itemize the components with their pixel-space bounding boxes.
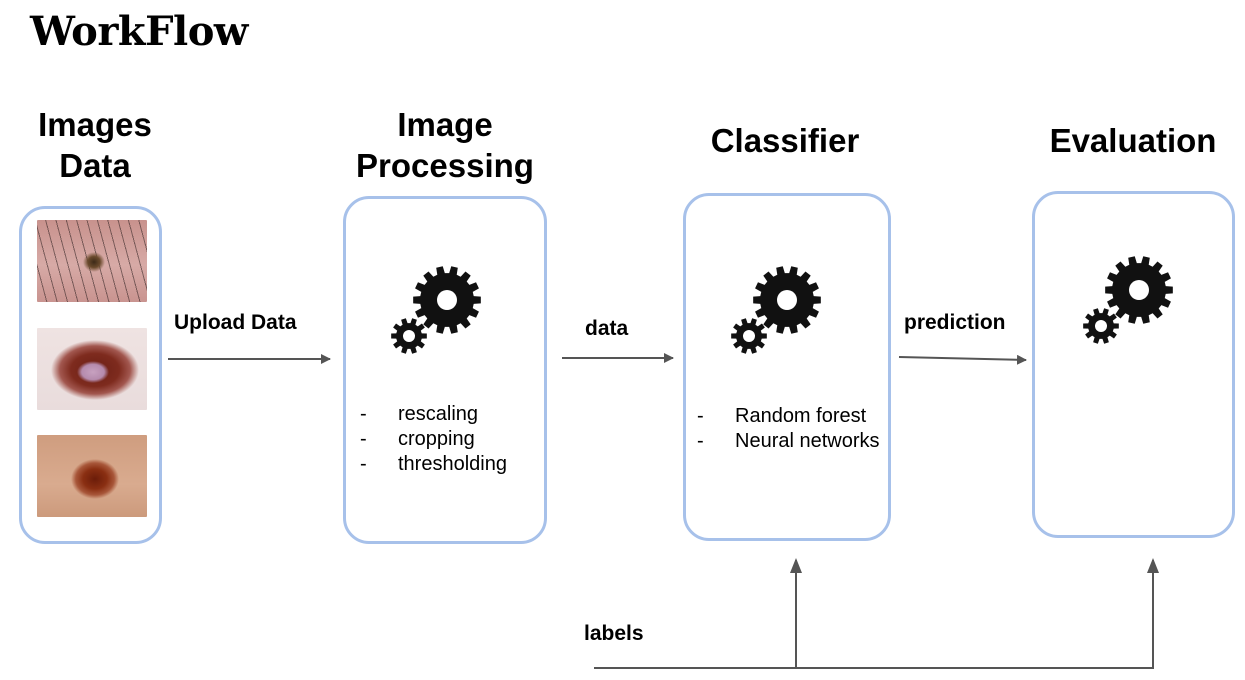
stage-title-line: Data [59, 147, 131, 184]
bullet-dash: - [360, 453, 367, 475]
list-item: - Neural networks [697, 429, 880, 454]
stage-title-line: Images [38, 106, 152, 143]
bullet-dash: - [697, 430, 704, 452]
method-label: Neural networks [735, 430, 880, 452]
lesion-image-2 [37, 328, 147, 410]
small-gear [391, 318, 427, 354]
small-gear-hole [403, 330, 415, 342]
prediction-arrow [898, 354, 1027, 365]
large-gear [753, 266, 821, 334]
stage-title-evaluation: Evaluation [1033, 120, 1233, 161]
stage-title-line: Processing [356, 147, 534, 184]
labels-label: labels [584, 622, 644, 645]
bullet-dash: - [697, 405, 704, 427]
upload-data-label: Upload Data [174, 311, 297, 334]
classifier-methods-list: - Random forest - Neural networks [697, 404, 880, 454]
list-item: - thresholding [360, 452, 507, 477]
list-item: - Random forest [697, 404, 880, 429]
images-data-box [19, 206, 162, 544]
stage-title-line: Classifier [710, 122, 860, 159]
small-gear [1083, 308, 1119, 344]
labels-arrowhead-classifier [790, 558, 802, 573]
image-processing-box [343, 196, 547, 544]
gears-icon [731, 266, 821, 354]
evaluation-box [1032, 191, 1235, 538]
list-item: - cropping [360, 427, 507, 452]
data-label: data [585, 317, 629, 340]
step-label: rescaling [398, 403, 479, 425]
large-gear-hole [437, 290, 457, 310]
large-gear [1105, 256, 1173, 324]
processing-steps-list: - rescaling - cropping - thresholding [360, 402, 507, 477]
bullet-dash: - [360, 428, 367, 450]
gears-icon [391, 266, 481, 354]
small-gear [731, 318, 767, 354]
prediction-label: prediction [904, 311, 1006, 334]
stage-title-line: Evaluation [1049, 122, 1217, 159]
stage-title-line: Image [397, 106, 493, 143]
labels-arrowhead-evaluation [1147, 558, 1159, 573]
gears-icon [1083, 256, 1173, 344]
list-item: - rescaling [360, 402, 507, 427]
bullet-dash: - [360, 403, 367, 425]
step-label: cropping [398, 428, 475, 450]
stage-title-classifier: Classifier [685, 120, 885, 161]
stage-title-image-processing: Image Processing [335, 104, 555, 186]
step-label: thresholding [398, 453, 507, 475]
method-label: Random forest [735, 405, 867, 427]
stage-title-images-data: Images Data [25, 104, 165, 186]
small-gear-hole [1095, 320, 1107, 332]
lesion-image-3 [37, 435, 147, 517]
large-gear [413, 266, 481, 334]
page-title: WorkFlow [30, 8, 248, 55]
large-gear-hole [1129, 280, 1149, 300]
small-gear-hole [743, 330, 755, 342]
classifier-box [683, 193, 891, 541]
lesion-image-1 [37, 220, 147, 302]
large-gear-hole [777, 290, 797, 310]
